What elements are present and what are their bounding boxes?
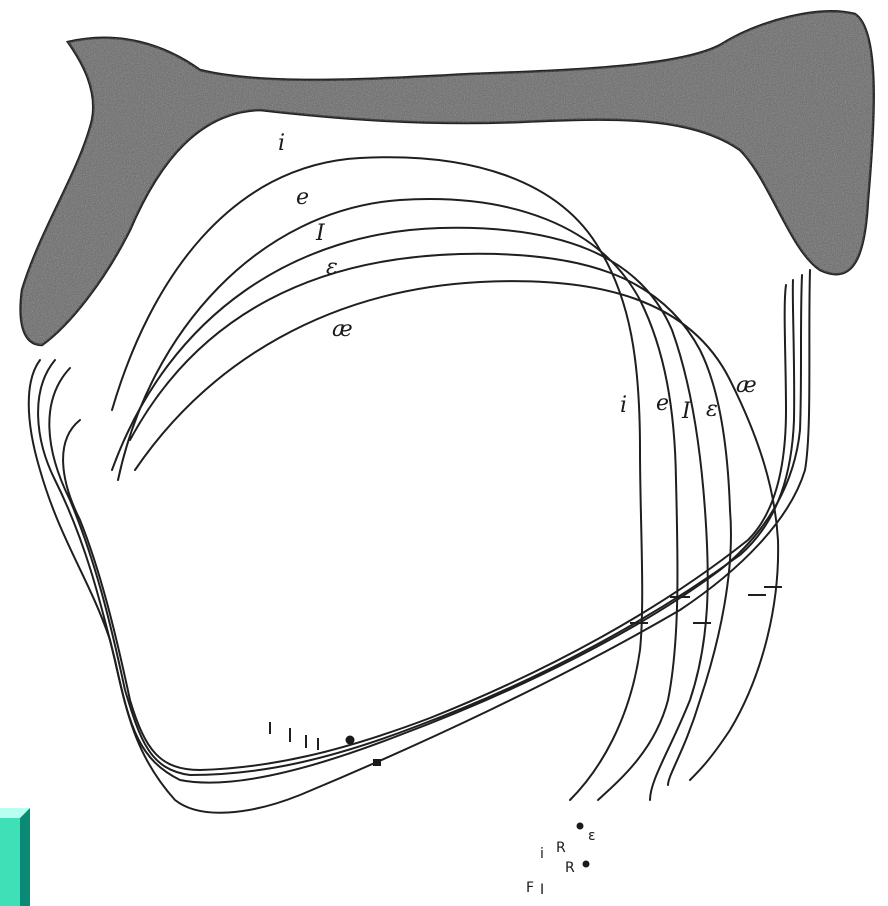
tongue-contours xyxy=(112,157,778,800)
corner-mark-r1: R xyxy=(556,840,566,856)
lower-labels: i e I ε æ xyxy=(620,373,757,424)
palate-shape xyxy=(21,11,874,345)
corner-mark-eps: ε xyxy=(588,828,596,844)
corner-mark-i: i xyxy=(540,846,544,862)
jaw-lines xyxy=(29,270,810,813)
corner-mark-I: I xyxy=(540,882,544,898)
lower-label-i: i xyxy=(620,393,627,418)
lower-label-I: I xyxy=(681,399,692,424)
tongue-contour-I xyxy=(112,228,708,800)
tongue-contour-i xyxy=(112,157,642,800)
tongue-contour-e xyxy=(118,199,678,800)
tongue-contour-ae xyxy=(135,281,778,780)
upper-label-eps: ε xyxy=(326,255,338,280)
reference-dot xyxy=(346,736,355,745)
upper-label-i: i xyxy=(278,131,285,156)
lower-label-ae: æ xyxy=(736,373,757,398)
lower-label-e: e xyxy=(656,391,669,416)
upper-label-I: I xyxy=(315,221,326,246)
upper-label-e: e xyxy=(296,185,309,210)
corner-mark-f: F xyxy=(526,880,534,896)
lower-label-eps: ε xyxy=(706,397,718,422)
corner-mark-r2: R xyxy=(565,860,575,876)
corner-marks: ε i R R F I xyxy=(526,823,596,899)
reference-square xyxy=(373,759,381,766)
upper-label-ae: æ xyxy=(332,317,353,342)
corner-tab xyxy=(0,808,30,906)
contour-ticks xyxy=(270,587,782,750)
